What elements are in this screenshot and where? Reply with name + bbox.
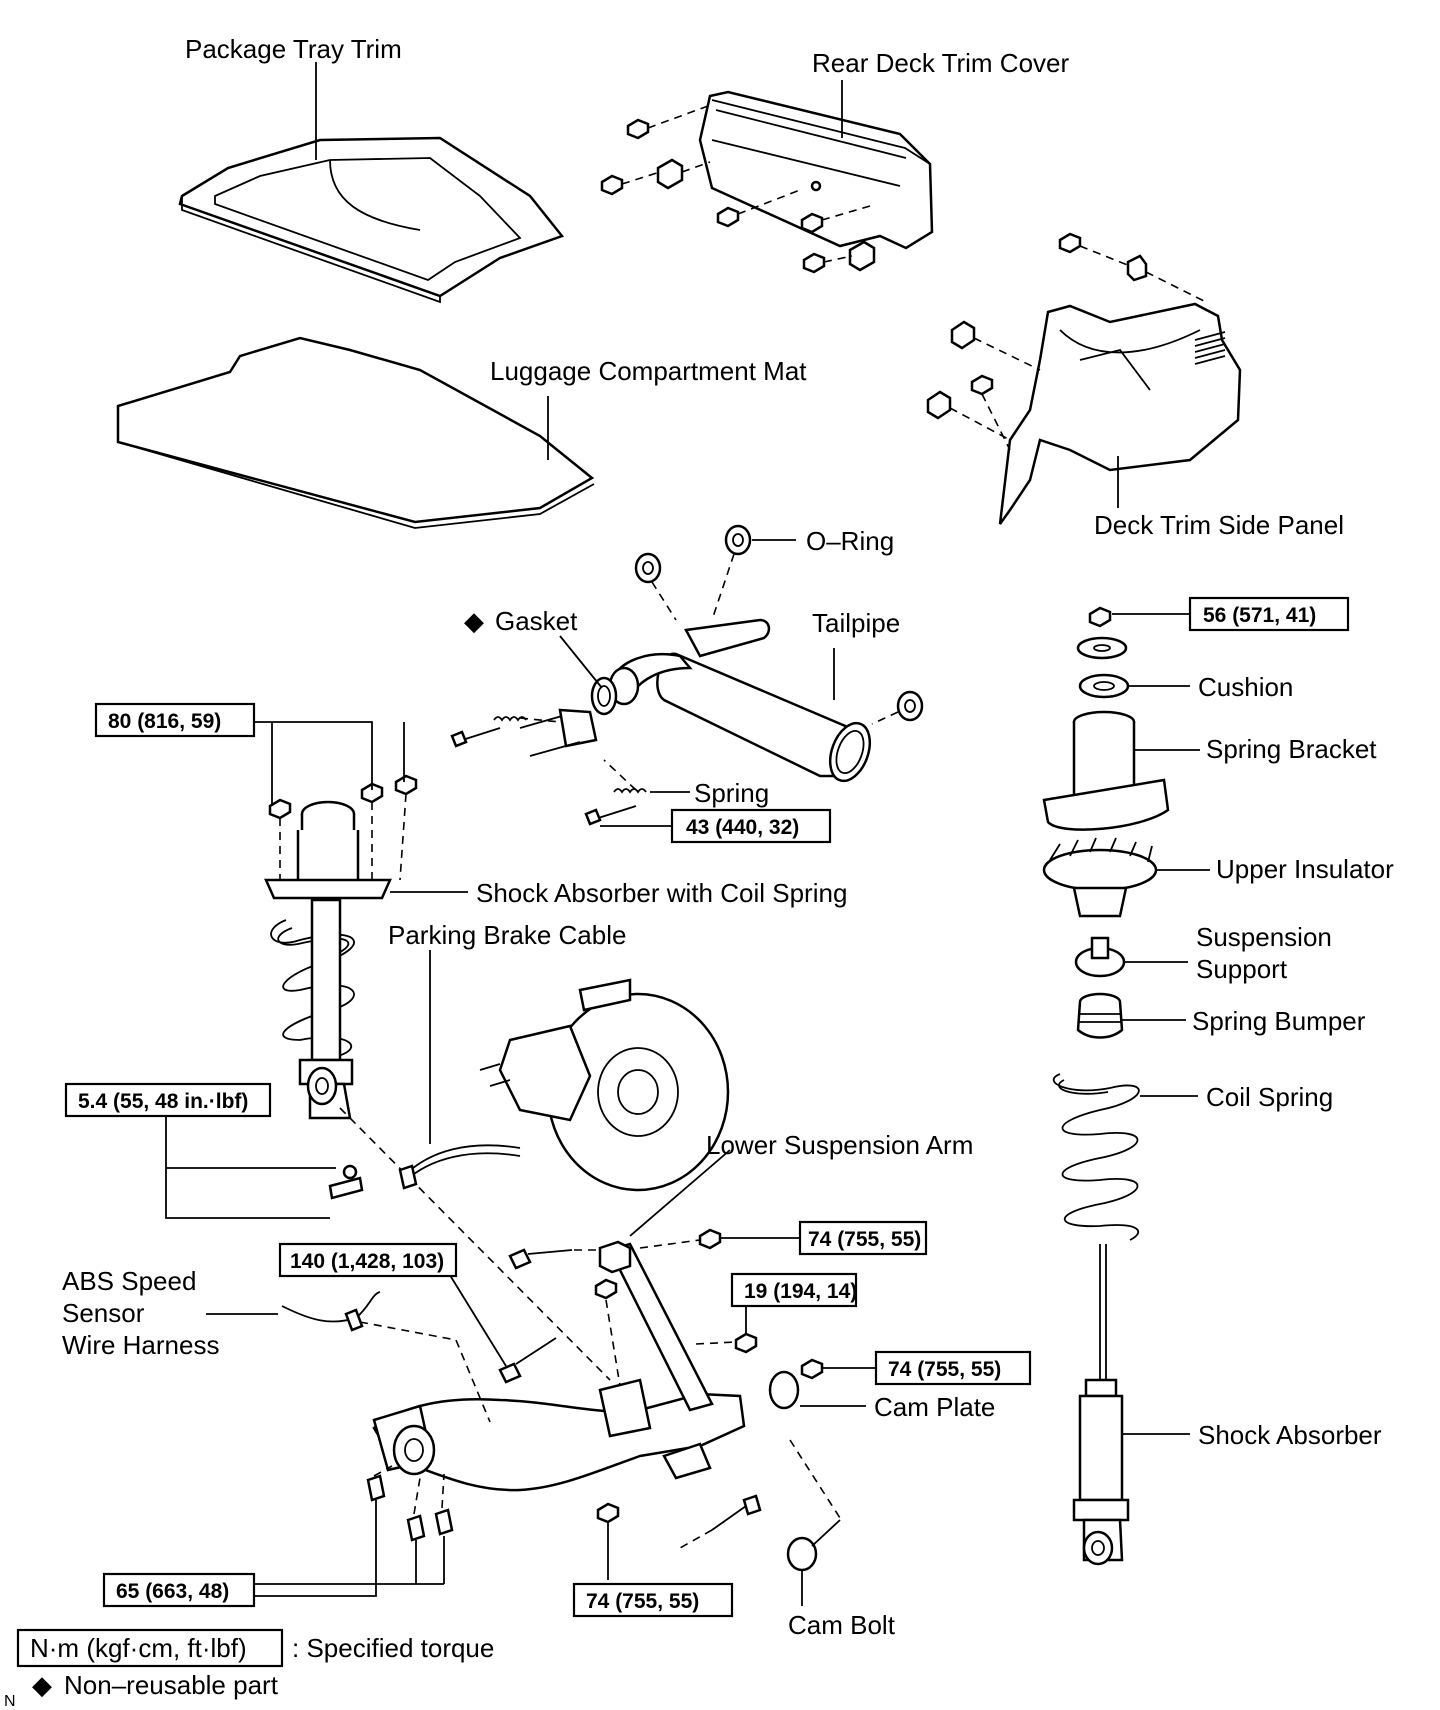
torque-5-4-text: 5.4 (55, 48 in.·lbf) (78, 1090, 248, 1113)
luggage-mat-drawing: Luggage Compartment Mat (116, 336, 807, 529)
legend: N·m (kgf·cm, ft·lbf) : Specified torque … (4, 1628, 494, 1710)
legend-torque-unit: N·m (kgf·cm, ft·lbf) (30, 1633, 247, 1663)
label-cushion: Cushion (1198, 672, 1293, 702)
label-deck-trim-side-panel: Deck Trim Side Panel (1094, 510, 1344, 540)
label-package-tray-trim: Package Tray Trim (185, 34, 402, 64)
label-spring: Spring (694, 778, 769, 808)
torque-box-56: 56 (571, 41) (1188, 596, 1350, 632)
tailpipe-drawing: O–Ring Tailpipe ◆ Gasket Spring (450, 524, 924, 827)
torque-56-text: 56 (571, 41) (1203, 604, 1316, 627)
label-cam-plate: Cam Plate (874, 1392, 995, 1422)
torque-box-80: 80 (816, 59) (94, 702, 405, 806)
label-coil-spring: Coil Spring (1206, 1082, 1333, 1112)
torque-box-19: 19 (194, 14) (730, 1272, 857, 1308)
label-parking-brake-cable: Parking Brake Cable (388, 920, 626, 950)
torque-box-74-c: 74 (755, 55) (572, 1582, 734, 1618)
label-suspension-support-line1: Suspension (1196, 922, 1332, 952)
legend-diamond-icon: ◆ (32, 1670, 52, 1700)
label-shock-absorber-with-coil-spring: Shock Absorber with Coil Spring (476, 878, 847, 908)
label-upper-insulator: Upper Insulator (1216, 854, 1394, 884)
label-abs-line1: ABS Speed (62, 1266, 196, 1296)
label-gasket: Gasket (495, 606, 578, 636)
legend-torque-desc: : Specified torque (292, 1633, 494, 1663)
label-abs-line3: Wire Harness (62, 1330, 219, 1360)
torque-74-a-text: 74 (755, 55) (808, 1228, 921, 1251)
torque-box-140: 140 (1,428, 103) (278, 1242, 458, 1278)
deck-trim-side-panel-drawing: Deck Trim Side Panel (926, 232, 1344, 540)
package-tray-trim-drawing: Package Tray Trim (178, 34, 565, 304)
torque-box-5-4: 5.4 (55, 48 in.·lbf) (64, 1082, 336, 1219)
label-spring-bracket: Spring Bracket (1206, 734, 1377, 764)
torque-box-74-b: 74 (755, 55) (874, 1350, 1032, 1386)
torque-65-text: 65 (663, 48) (116, 1580, 229, 1603)
lower-suspension-arm-drawing: Lower Suspension Arm Cam Plate (62, 1130, 995, 1640)
torque-box-43: 43 (440, 32) (670, 808, 832, 844)
parking-brake-cable-drawing: Parking Brake Cable (328, 920, 626, 1200)
label-shock-absorber: Shock Absorber (1198, 1420, 1382, 1450)
torque-box-65: 65 (663, 48) (102, 1572, 256, 1608)
legend-nonreusable-desc: Non–reusable part (64, 1670, 279, 1700)
torque-74-b-text: 74 (755, 55) (888, 1358, 1001, 1381)
shock-with-coil-spring-drawing: Shock Absorber with Coil Spring (264, 774, 847, 1381)
torque-43-text: 43 (440, 32) (686, 816, 799, 839)
nonreusable-marker: ◆ (464, 606, 484, 636)
torque-callouts: 56 (571, 41) 80 (816, 59) 43 (440, 32) 5… (64, 596, 1350, 1618)
torque-19-text: 19 (194, 14) (744, 1280, 857, 1303)
label-o-ring: O–Ring (806, 526, 894, 556)
label-suspension-support-line2: Support (1196, 954, 1288, 984)
label-spring-bumper: Spring Bumper (1192, 1006, 1366, 1036)
label-cam-bolt: Cam Bolt (788, 1610, 896, 1640)
label-lower-suspension-arm: Lower Suspension Arm (706, 1130, 973, 1160)
torque-box-74-a: 74 (755, 55) (798, 1220, 928, 1256)
label-rear-deck-trim-cover: Rear Deck Trim Cover (812, 48, 1069, 78)
brake-disc-drawing (479, 978, 730, 1192)
label-luggage-compartment-mat: Luggage Compartment Mat (490, 356, 807, 386)
torque-140-text: 140 (1,428, 103) (290, 1250, 444, 1273)
corner-mark: N (4, 1693, 16, 1710)
torque-74-c-text: 74 (755, 55) (586, 1590, 699, 1613)
torque-80-text: 80 (816, 59) (108, 710, 221, 733)
exploded-shock-stack-drawing: Cushion Spring Bracket Upper Insulator S… (1042, 606, 1394, 1566)
label-abs-line2: Sensor (62, 1298, 145, 1328)
rear-deck-trim-cover-drawing: Rear Deck Trim Cover (600, 48, 1069, 274)
label-tailpipe: Tailpipe (812, 608, 900, 638)
